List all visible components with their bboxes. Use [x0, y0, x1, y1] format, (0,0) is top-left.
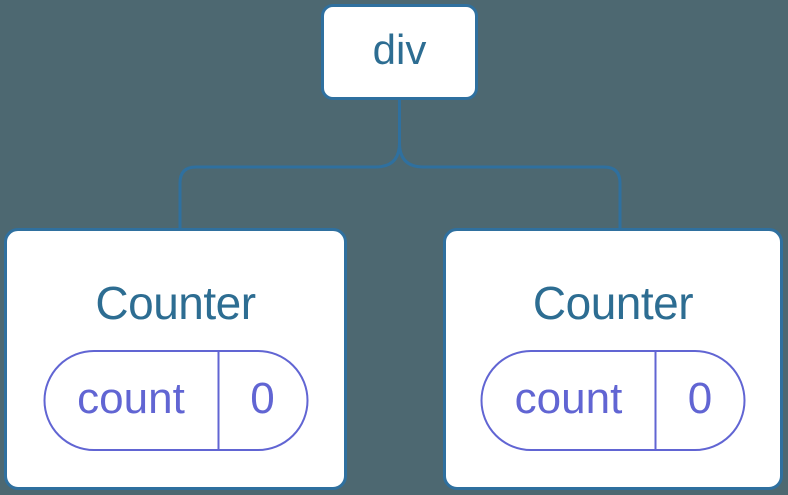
state-pill: count 0: [480, 350, 746, 451]
component-title: Counter: [95, 277, 256, 329]
connector-left-child: [178, 100, 401, 229]
counter-card-right: Counter count 0: [443, 228, 783, 490]
state-key-label: count: [514, 373, 623, 423]
state-value-cell: 0: [657, 352, 744, 449]
connector-right-child: [398, 100, 622, 229]
counter-card-left: Counter count 0: [4, 228, 347, 490]
state-key-cell: count: [45, 352, 219, 449]
root-node-label: div: [372, 26, 427, 73]
state-value-cell: 0: [219, 352, 306, 449]
root-node-div: div: [321, 4, 478, 100]
state-value-label: 0: [250, 373, 275, 423]
state-key-label: count: [77, 373, 185, 423]
state-pill: count 0: [43, 350, 308, 451]
state-value-label: 0: [687, 373, 713, 423]
component-title: Counter: [532, 277, 694, 329]
state-key-cell: count: [483, 352, 657, 449]
